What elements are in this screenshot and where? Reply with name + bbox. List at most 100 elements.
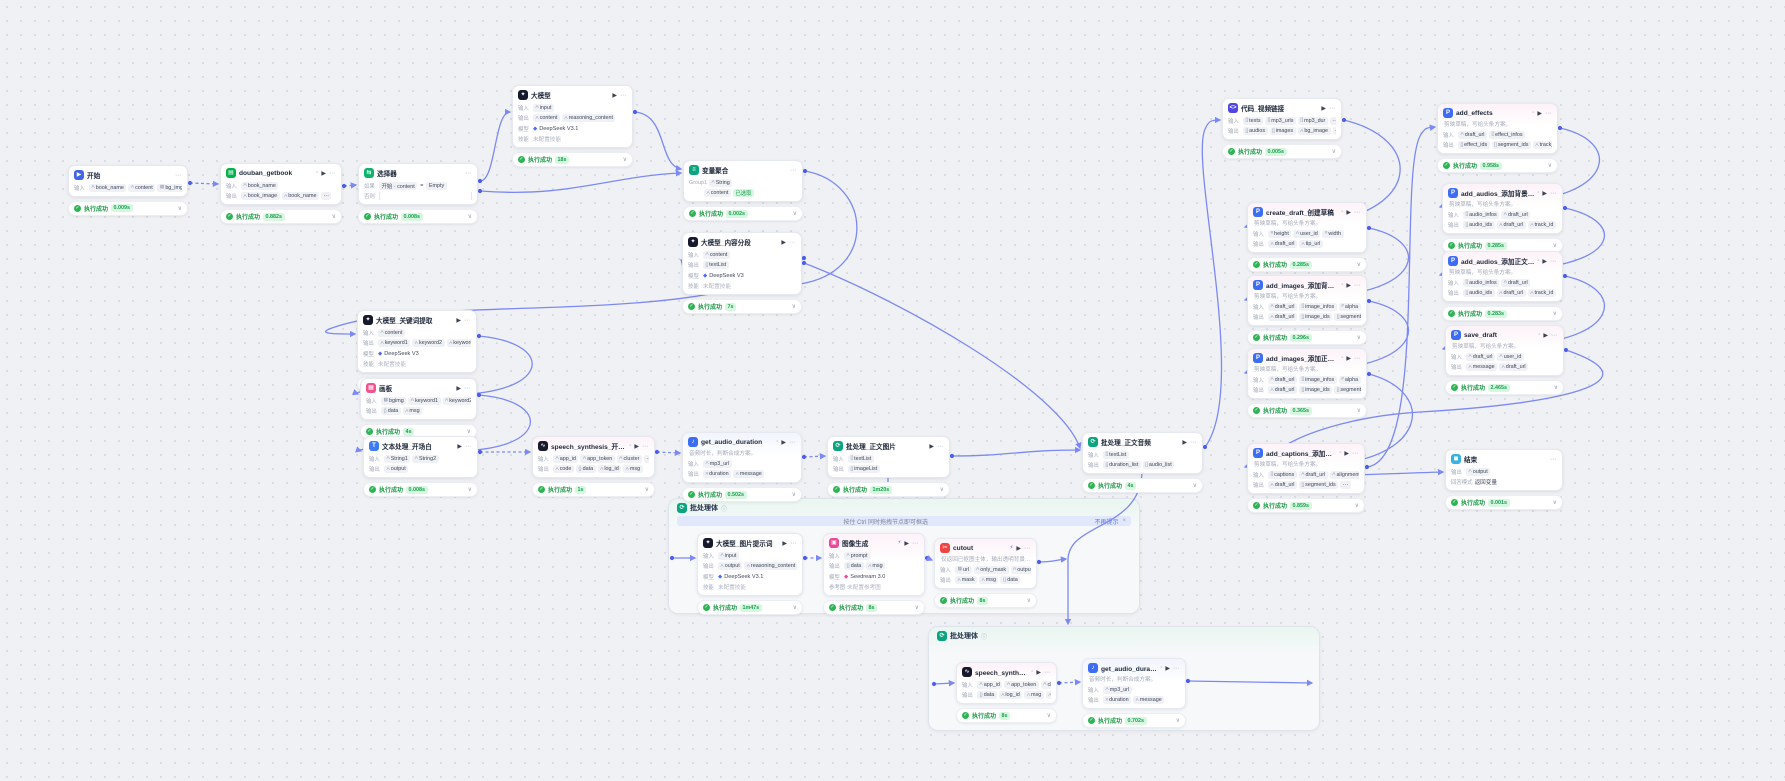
more-menu-button[interactable]: ⋯ [464, 317, 471, 324]
run-node-button[interactable]: ▶ [634, 443, 639, 450]
run-node-button[interactable]: ▶ [782, 540, 787, 547]
chevron-down-icon[interactable]: ∨ [791, 492, 796, 498]
run-node-button[interactable]: ▶ [1542, 258, 1547, 265]
more-menu-button[interactable]: ⋯ [1550, 190, 1557, 197]
run-node-button[interactable]: ▶ [1165, 665, 1170, 672]
run-node-button[interactable]: ▶ [1543, 332, 1548, 339]
chevron-down-icon[interactable]: ∨ [467, 487, 472, 493]
more-menu-button[interactable]: ⋯ [1551, 332, 1558, 339]
node-card-gad2[interactable]: ♪get_audio_duration_正文音…▫▶⋯音频时长，判断合成方案。输… [1082, 658, 1186, 709]
run-node-button[interactable]: ▶ [456, 385, 461, 392]
node-card-board[interactable]: ▦画板▶⋯输入▦bgimgAkeyword1Akeyword2⋯输出{}data… [360, 378, 477, 420]
run-node-button[interactable]: ▶ [1537, 110, 1542, 117]
chevron-down-icon[interactable]: ∨ [939, 487, 944, 493]
run-node-button[interactable]: ▶ [781, 239, 786, 246]
more-menu-button[interactable]: ⋯ [620, 92, 627, 99]
run-node-button[interactable]: ▶ [1542, 190, 1547, 197]
run-node-button[interactable]: ▶ [1344, 450, 1349, 457]
chevron-down-icon[interactable]: ∨ [177, 205, 182, 212]
more-menu-button[interactable]: ⋯ [1354, 209, 1361, 216]
chevron-down-icon[interactable]: ∨ [1046, 713, 1051, 719]
more-menu-button[interactable]: ⋯ [1354, 282, 1361, 289]
run-node-button[interactable]: ▶ [781, 439, 786, 446]
run-node-button[interactable]: ▶ [1346, 355, 1351, 362]
more-menu-button[interactable]: ⋯ [1550, 456, 1557, 463]
run-node-button[interactable]: ▶ [1182, 439, 1187, 446]
more-menu-button[interactable]: ⋯ [912, 540, 919, 547]
chevron-down-icon[interactable]: ∨ [622, 157, 627, 163]
chevron-down-icon[interactable]: ∨ [1553, 385, 1558, 391]
more-menu-button[interactable]: ⋯ [789, 439, 796, 446]
run-node-button[interactable]: ▶ [456, 317, 461, 324]
condition-else-input[interactable] [379, 192, 472, 200]
run-node-button[interactable]: ▶ [1346, 282, 1351, 289]
more-menu-button[interactable]: ⋯ [789, 239, 796, 246]
more-menu-button[interactable]: ⋯ [1545, 110, 1552, 117]
more-menu-button[interactable]: ⋯ [1190, 439, 1197, 446]
run-node-button[interactable]: ▶ [1036, 669, 1041, 676]
run-node-button[interactable]: ▶ [1346, 209, 1351, 216]
more-menu-button[interactable]: ⋯ [465, 170, 472, 177]
more-menu-button[interactable]: ⋯ [1352, 450, 1359, 457]
run-node-button[interactable]: ▶ [457, 443, 462, 450]
more-menu-button[interactable]: ⋯ [642, 443, 649, 450]
chevron-down-icon[interactable]: ∨ [467, 214, 472, 220]
chevron-down-icon[interactable]: ∨ [1356, 335, 1361, 341]
chevron-down-icon[interactable]: ∨ [1547, 163, 1552, 169]
more-menu-button[interactable]: ⋯ [790, 540, 797, 547]
more-menu-button[interactable]: ⋯ [464, 385, 471, 392]
chevron-down-icon[interactable]: ∨ [1026, 598, 1031, 604]
node-card-code[interactable]: <>代码_视频链接▶⋯输入[]texts[]mp3_urls[]mp3_dur⋯… [1222, 98, 1342, 140]
run-node-button[interactable]: ▶ [1016, 545, 1021, 552]
node-card-speech2[interactable]: ∿speech_synthesis_正文音频▫▶⋯输入Aapp_idAapp_t… [956, 662, 1057, 704]
run-node-button[interactable]: ▶ [612, 92, 617, 99]
more-menu-button[interactable]: ⋯ [790, 167, 797, 174]
more-menu-button[interactable]: ⋯ [329, 170, 336, 177]
hint-dismiss-link[interactable]: 不再提示 [1094, 519, 1119, 526]
close-icon[interactable]: × [1122, 518, 1126, 524]
chevron-down-icon[interactable]: ∨ [1175, 718, 1180, 724]
node-board[interactable]: ▦画板▶⋯输入▦bgimgAkeyword1Akeyword2⋯输出{}data… [360, 378, 477, 439]
